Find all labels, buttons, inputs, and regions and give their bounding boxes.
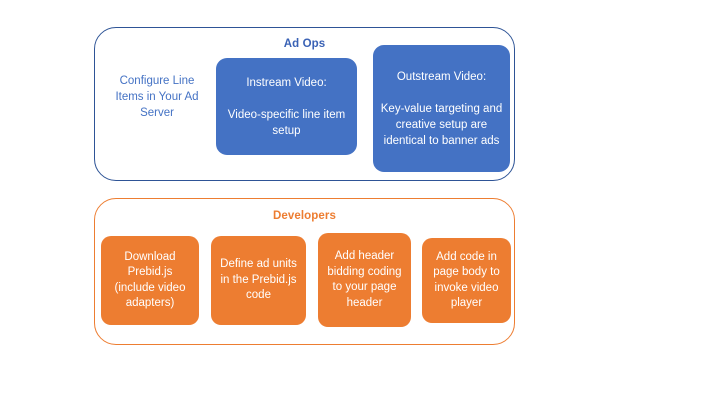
node-add-page-body-code: Add code in page body to invoke video pl… [422,238,511,323]
node-download-prebid: Download Prebid.js (include video adapte… [101,236,199,325]
group-developers-title: Developers [272,210,336,222]
node-configure-line-items: Configure Line Items in Your Ad Server [115,75,199,119]
node-define-ad-units: Define ad units in the Prebid.js code [211,236,306,325]
node-instream-video: Instream Video: Video-specific line item… [216,58,357,155]
node-add-header-bidding-code: Add header bidding coding to your page h… [318,233,411,327]
group-ad-ops-title: Ad Ops [283,38,326,50]
node-outstream-video: Outstream Video: Key-value targeting and… [373,45,510,172]
